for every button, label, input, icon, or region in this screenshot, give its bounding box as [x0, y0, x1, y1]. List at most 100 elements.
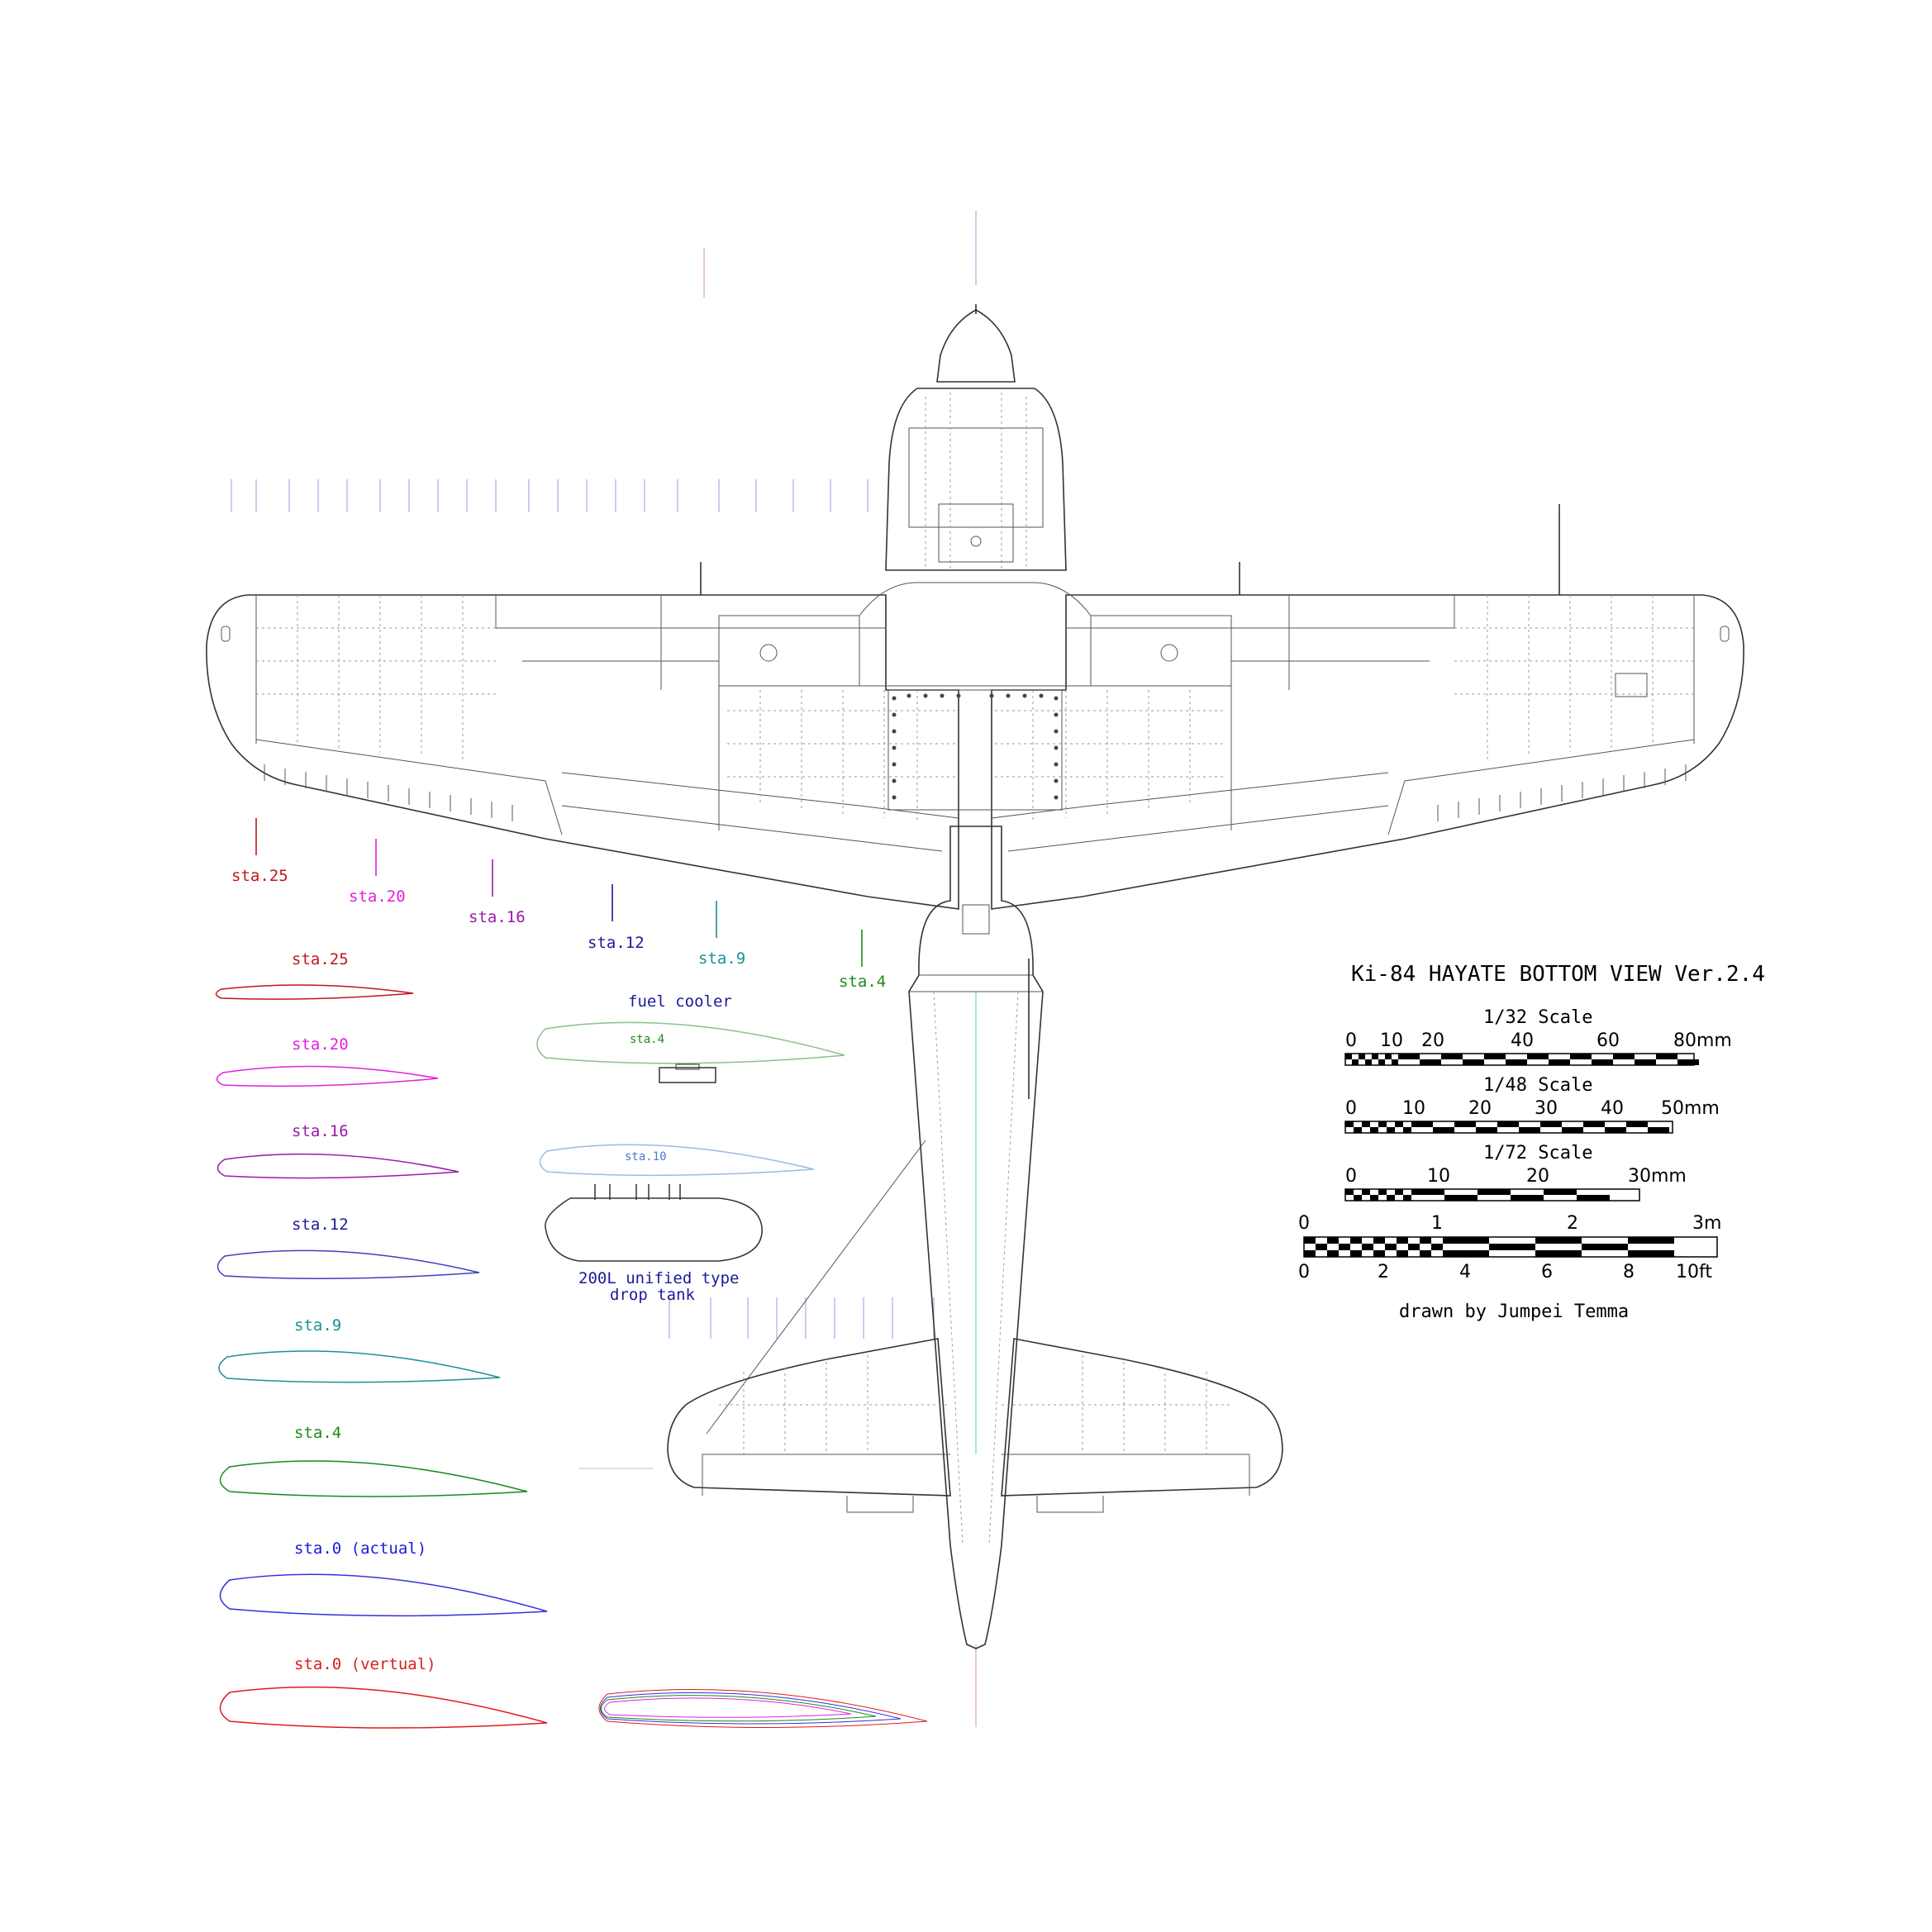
drop-tank-detail: sta.10 200L unified type drop tank: [539, 1144, 815, 1304]
scale-bar-cell: [1392, 1059, 1398, 1065]
station-marker-label: sta.16: [469, 908, 526, 926]
scale-bar-cell: [1370, 1195, 1378, 1201]
airfoil-sections: sta.25 sta.20 sta.16 sta.12 sta.9 sta.4 …: [215, 950, 928, 1729]
scale-bar-cell: [1411, 1121, 1433, 1127]
scale-bar-cell: [1398, 1054, 1420, 1059]
scale-bar-cell: [1478, 1189, 1511, 1195]
scale-bar-cell: [1345, 1189, 1354, 1195]
metric-tick: 0: [1298, 1213, 1310, 1234]
scale-bar-cell: [1354, 1127, 1362, 1133]
scale-bar-cell: [1397, 1237, 1408, 1244]
scale-tick: 20: [1526, 1166, 1549, 1187]
scale-bar-cell: [1443, 1250, 1489, 1257]
scale-bar-cell: [1345, 1054, 1352, 1059]
imperial-tick: 2: [1378, 1262, 1389, 1282]
scale-bar-1-48: [1344, 1121, 1673, 1134]
scale-tick: 10: [1380, 1030, 1403, 1051]
station-marker-label: sta.9: [698, 949, 745, 968]
drop-tank-section-label: sta.10: [625, 1150, 667, 1163]
scale-bar-cell: [1362, 1189, 1370, 1195]
scale-bar-cell: [1648, 1127, 1669, 1133]
scale-bar-cell: [1549, 1059, 1570, 1065]
drop-tank-body: [545, 1197, 763, 1262]
scale-bar-cell: [1583, 1121, 1605, 1127]
scale-bar-1-72: [1344, 1188, 1640, 1202]
scale-bar-cell: [1433, 1127, 1454, 1133]
scale-bar-1-32: [1344, 1053, 1699, 1066]
scale-bar-cell: [1540, 1121, 1562, 1127]
scale-bar-cell: [1316, 1244, 1327, 1250]
scale-tick: 10: [1402, 1098, 1425, 1119]
scale-bar-cell: [1454, 1121, 1476, 1127]
airfoil-label: sta.20: [292, 1035, 349, 1054]
scale-bar-cell: [1359, 1054, 1365, 1059]
scale-label: 1/32 Scale: [1483, 1007, 1592, 1028]
metric-tick: 2: [1567, 1213, 1578, 1234]
airfoil-profile: [217, 1153, 459, 1179]
station-marker-label: sta.25: [231, 867, 288, 885]
scale-bar-cell: [1420, 1237, 1431, 1244]
scale-bar-outline: [1303, 1236, 1718, 1258]
scale-bar-cell: [1562, 1127, 1583, 1133]
scale-bar-cell: [1378, 1059, 1385, 1065]
scale-bar-cell: [1387, 1195, 1395, 1201]
scale-bar-cell: [1431, 1244, 1443, 1250]
scale-tick: 0: [1345, 1030, 1357, 1051]
airfoil-profile: [216, 1065, 439, 1087]
airfoil-label: sta.12: [292, 1216, 349, 1234]
scale-bar-cell: [1339, 1244, 1350, 1250]
airfoil-profile: [219, 1460, 528, 1497]
scale-bar-cell: [1605, 1127, 1626, 1133]
reference-ticks: [231, 211, 977, 1727]
imperial-tick: 6: [1541, 1262, 1553, 1282]
scale-tick: 60: [1597, 1030, 1620, 1051]
imperial-tick: 4: [1459, 1262, 1471, 1282]
scale-label: 1/72 Scale: [1483, 1143, 1592, 1163]
station-marker-label: sta.12: [588, 934, 645, 952]
scale-bar-cell: [1365, 1059, 1372, 1065]
scale-bar-cell: [1497, 1121, 1519, 1127]
scale-bar-cell: [1411, 1189, 1444, 1195]
scale-tick: 40: [1601, 1098, 1624, 1119]
propeller-spinner: [936, 309, 1016, 383]
scale-bar-cell: [1387, 1127, 1395, 1133]
scale-tick: 80mm: [1673, 1030, 1732, 1051]
scale-bar-cell: [1373, 1250, 1385, 1257]
scale-bar-cell: [1535, 1237, 1582, 1244]
scale-tick: 20: [1421, 1030, 1444, 1051]
scale-bar-cell: [1628, 1237, 1674, 1244]
scale-bar-cell: [1489, 1244, 1535, 1250]
drop-tank-label: drop tank: [610, 1286, 696, 1304]
left-tailplane: [667, 1338, 951, 1497]
scale-tick: 10: [1427, 1166, 1450, 1187]
scale-bar-cell: [1345, 1121, 1354, 1127]
airfoil-profile: [219, 1686, 548, 1729]
scale-bar-cell: [1362, 1121, 1370, 1127]
airfoil-label: sta.25: [292, 950, 349, 968]
scale-bar-cell: [1350, 1237, 1362, 1244]
airfoil-profile: [215, 984, 414, 1000]
scale-bar-cell: [1570, 1054, 1592, 1059]
overlaid-airfoils: [598, 1689, 928, 1728]
aircraft-bottom-view: [206, 304, 1744, 1649]
scale-bar-cell: [1327, 1250, 1339, 1257]
scale-bar-cell: [1613, 1054, 1635, 1059]
airfoil-profile: [219, 1573, 548, 1617]
metric-tick: 3m: [1692, 1213, 1721, 1234]
scale-bar-cell: [1582, 1244, 1628, 1250]
scale-bar-cell: [1544, 1189, 1577, 1195]
scale-tick: 30: [1535, 1098, 1558, 1119]
scale-bar-cell: [1403, 1195, 1411, 1201]
scale-tick: 0: [1345, 1098, 1357, 1119]
metric-tick: 1: [1431, 1213, 1443, 1234]
drawing-title: Ki-84 HAYATE BOTTOM VIEW Ver.2.4: [1351, 962, 1765, 987]
airfoil-label: sta.9: [294, 1316, 341, 1335]
scale-bar-cell: [1397, 1250, 1408, 1257]
scale-bar-cell: [1304, 1250, 1316, 1257]
scale-bar-cell: [1354, 1195, 1362, 1201]
scale-bar-cell: [1535, 1250, 1582, 1257]
fuel-cooler-section-label: sta.4: [630, 1033, 664, 1046]
author-credit: drawn by Jumpei Temma: [1399, 1301, 1629, 1322]
drop-tank-label: 200L unified type: [578, 1269, 739, 1287]
airfoil-label: sta.16: [292, 1122, 349, 1140]
